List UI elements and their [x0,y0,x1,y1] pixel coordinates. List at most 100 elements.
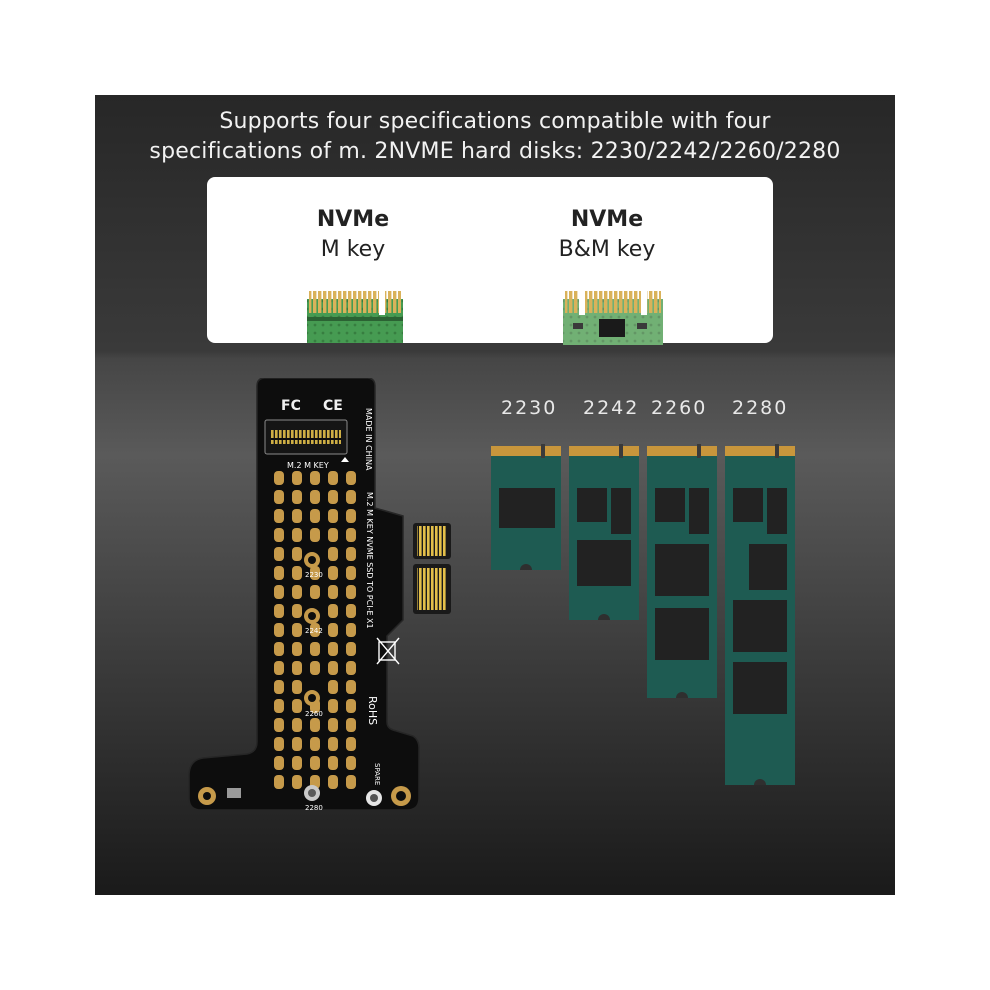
thermal-pad [346,680,356,694]
hole-label-2260: 2260 [305,710,323,718]
side-description: M.2 M KEY NVME SSD TO PCI-E X1 [365,492,374,629]
thermal-pad [310,718,320,732]
m-key-connector-image [307,289,403,343]
thermal-pad [310,528,320,542]
thermal-pad [292,585,302,599]
thermal-pad [292,737,302,751]
thermal-pad [310,623,320,637]
thermal-pad [328,775,338,789]
thermal-pad [328,623,338,637]
m-key-title: NVMe [316,207,390,232]
thermal-pad [274,604,284,618]
thermal-pad [346,699,356,713]
spare-label: SPARE [373,763,381,785]
thermal-pad [274,737,284,751]
thermal-pad [292,490,302,504]
rohs-label: RoHS [366,696,379,725]
thermal-pad [292,471,302,485]
thermal-pad [292,547,302,561]
thermal-pad [346,585,356,599]
m-key-subtitle: M key [320,237,386,262]
thermal-pad [274,566,284,580]
thermal-pad [274,661,284,675]
thermal-pad [292,661,302,675]
pcie-gold-fingers-lower [417,568,447,610]
thermal-pad [292,756,302,770]
pcie-gold-fingers-upper [417,526,447,556]
thermal-pad [346,718,356,732]
ssd-2230 [491,444,561,570]
thermal-pad [328,566,338,580]
bm-key-title: NVMe [570,207,644,232]
thermal-pad [346,623,356,637]
thermal-pad [310,509,320,523]
thermal-pad [274,775,284,789]
thermal-pad [328,661,338,675]
thermal-pad [292,699,302,713]
thermal-pad [292,566,302,580]
thermal-pad [328,718,338,732]
thermal-pad [274,680,284,694]
svg-text:CE: CE [323,398,343,414]
thermal-pad [310,737,320,751]
ssd-2280 [725,444,795,785]
hole-label-2280: 2280 [305,804,323,812]
thermal-pad [274,490,284,504]
made-in-label: MADE IN CHINA [364,408,373,471]
size-label-2280: 2280 [732,397,789,419]
thermal-pad [346,566,356,580]
thermal-pad [274,509,284,523]
thermal-pad [274,585,284,599]
pcie-adapter-board: FC CE M.2 M KEY MADE IN CHINA M.2 M KEY … [188,378,451,812]
key-type-card: NVMe M key NVMe B&M key [207,177,773,345]
thermal-pad [274,471,284,485]
thermal-pad [346,756,356,770]
thermal-pad [292,642,302,656]
thermal-pad [292,680,302,694]
thermal-pad [346,642,356,656]
thermal-pad [310,642,320,656]
thermal-pad [346,547,356,561]
thermal-pad [310,585,320,599]
thermal-pad [328,509,338,523]
thermal-pad [346,528,356,542]
thermal-pad [310,490,320,504]
thermal-pad [328,528,338,542]
hole-label-2230: 2230 [305,571,323,579]
thermal-pad [292,718,302,732]
ssd-size-comparison [491,444,795,785]
thermal-pad [274,756,284,770]
headline-line-1: Supports four specifications compatible … [219,109,771,134]
thermal-pad [346,490,356,504]
thermal-pad [328,604,338,618]
bm-key-block: NVMe B&M key [507,205,707,265]
thermal-pad-grid [274,471,356,789]
thermal-pad [274,718,284,732]
size-label-2230: 2230 [501,397,558,419]
thermal-pad [328,547,338,561]
thermal-pad [328,642,338,656]
headline: Supports four specifications compatible … [95,107,895,167]
svg-text:FC: FC [281,398,301,414]
thermal-pad [292,604,302,618]
thermal-pad [274,699,284,713]
thermal-pad [310,756,320,770]
thermal-pad [328,585,338,599]
thermal-pad [346,604,356,618]
thermal-pad [328,756,338,770]
size-label-2242: 2242 [583,397,640,419]
thermal-pad [310,566,320,580]
bm-key-subtitle: B&M key [558,237,656,262]
thermal-pad [346,509,356,523]
thermal-pad [274,623,284,637]
thermal-pad [310,471,320,485]
thermal-pad [328,737,338,751]
thermal-pad [328,490,338,504]
m-key-block: NVMe M key [253,205,453,265]
ssd-2260 [647,444,717,698]
weee-recycle-icon [376,637,400,665]
thermal-pad [346,737,356,751]
thermal-pad [274,547,284,561]
bm-key-connector-image [563,289,663,345]
thermal-pad [274,642,284,656]
